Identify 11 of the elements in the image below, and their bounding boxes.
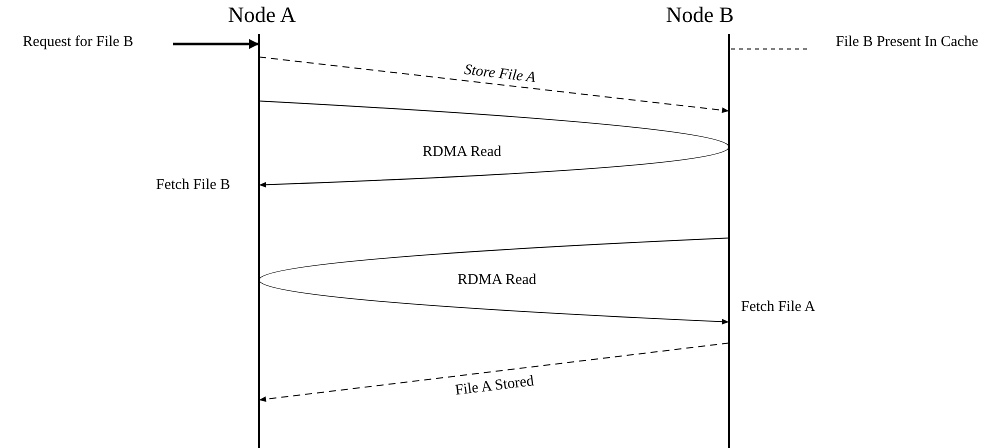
message-arrow	[258, 238, 730, 324]
event-label: Fetch File A	[741, 299, 816, 316]
event-note: File B Present In Cache	[822, 34, 992, 51]
lifeline-title: Node B	[666, 2, 734, 28]
event-label: Fetch File B	[156, 177, 230, 194]
message-arrow	[258, 56, 730, 113]
message-arrow	[258, 342, 730, 402]
message-arrow	[258, 100, 730, 188]
message-arrow	[173, 39, 259, 49]
lifeline-title: Node A	[228, 2, 296, 28]
event-note: Request for File B	[8, 34, 148, 51]
